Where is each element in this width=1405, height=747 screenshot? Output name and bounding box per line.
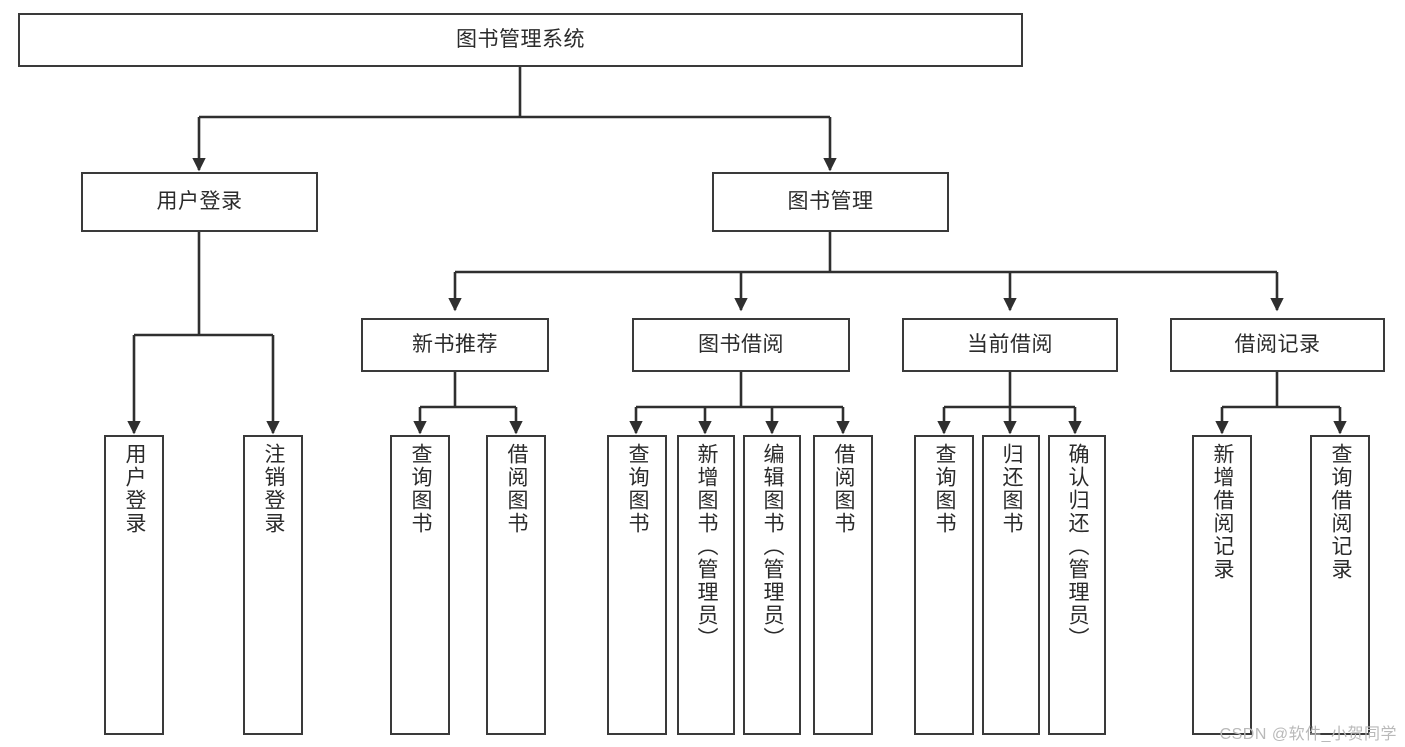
node-leaf-query-book-3-label: 查询图书: [933, 443, 957, 535]
node-user-login-label: 用户登录: [156, 189, 243, 213]
node-new-book-recommend-label: 新书推荐: [412, 332, 498, 356]
node-leaf-query-record[interactable]: 查询借阅记录: [1310, 435, 1370, 735]
node-new-book-recommend[interactable]: 新书推荐: [361, 318, 549, 372]
node-root-system[interactable]: 图书管理系统: [18, 13, 1023, 67]
node-root-system-label: 图书管理系统: [456, 27, 585, 51]
node-leaf-add-record-label: 新增借阅记录: [1211, 443, 1235, 581]
node-leaf-confirm-return[interactable]: 确认归还（管理员）: [1048, 435, 1106, 735]
node-leaf-borrow-book-1[interactable]: 借阅图书: [486, 435, 546, 735]
node-book-management[interactable]: 图书管理: [712, 172, 949, 232]
node-leaf-user-login-label: 用户登录: [123, 443, 147, 535]
node-borrow-record-label: 借阅记录: [1234, 332, 1321, 356]
node-leaf-borrow-book-1-label: 借阅图书: [505, 443, 529, 535]
watermark-text: CSDN @软件_小贺同学: [1219, 726, 1397, 743]
node-leaf-query-record-label: 查询借阅记录: [1329, 443, 1353, 581]
node-leaf-borrow-book-2-label: 借阅图书: [832, 443, 856, 535]
node-leaf-edit-book-label: 编辑图书（管理员）: [761, 443, 785, 650]
node-leaf-logout-login[interactable]: 注销登录: [243, 435, 303, 735]
node-leaf-logout-login-label: 注销登录: [262, 443, 286, 535]
node-leaf-add-record[interactable]: 新增借阅记录: [1192, 435, 1252, 735]
node-current-borrow-label: 当前借阅: [967, 332, 1053, 356]
node-borrow-record[interactable]: 借阅记录: [1170, 318, 1385, 372]
node-leaf-return-book-label: 归还图书: [1000, 443, 1024, 535]
node-leaf-borrow-book-2[interactable]: 借阅图书: [813, 435, 873, 735]
node-leaf-add-book-label: 新增图书（管理员）: [695, 443, 719, 650]
node-leaf-query-book-2[interactable]: 查询图书: [607, 435, 667, 735]
node-leaf-query-book-1[interactable]: 查询图书: [390, 435, 450, 735]
node-current-borrow[interactable]: 当前借阅: [902, 318, 1118, 372]
node-user-login[interactable]: 用户登录: [81, 172, 318, 232]
node-leaf-query-book-2-label: 查询图书: [626, 443, 650, 535]
node-leaf-user-login[interactable]: 用户登录: [104, 435, 164, 735]
node-book-management-label: 图书管理: [787, 189, 874, 213]
node-leaf-edit-book[interactable]: 编辑图书（管理员）: [743, 435, 801, 735]
node-book-borrow-label: 图书借阅: [698, 332, 784, 356]
node-leaf-query-book-3[interactable]: 查询图书: [914, 435, 974, 735]
node-leaf-add-book[interactable]: 新增图书（管理员）: [677, 435, 735, 735]
node-leaf-query-book-1-label: 查询图书: [409, 443, 433, 535]
node-book-borrow[interactable]: 图书借阅: [632, 318, 850, 372]
node-leaf-return-book[interactable]: 归还图书: [982, 435, 1040, 735]
node-leaf-confirm-return-label: 确认归还（管理员）: [1066, 443, 1090, 650]
